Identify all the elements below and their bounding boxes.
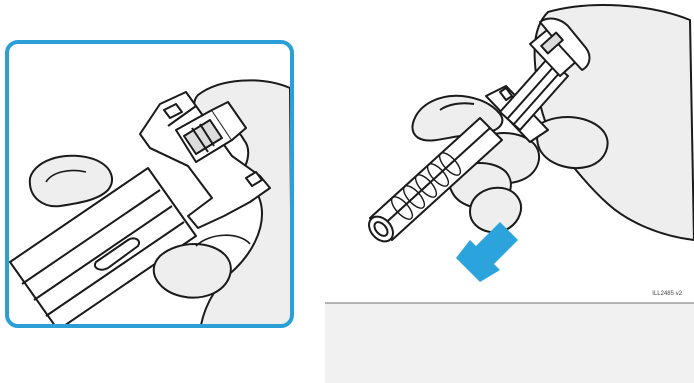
table-surface — [325, 303, 694, 383]
detail-inset — [7, 42, 292, 330]
reference-label: ILL2485 v2 — [652, 291, 682, 297]
inset-finger-lower — [154, 244, 231, 298]
main-hand-front-finger — [470, 188, 521, 233]
